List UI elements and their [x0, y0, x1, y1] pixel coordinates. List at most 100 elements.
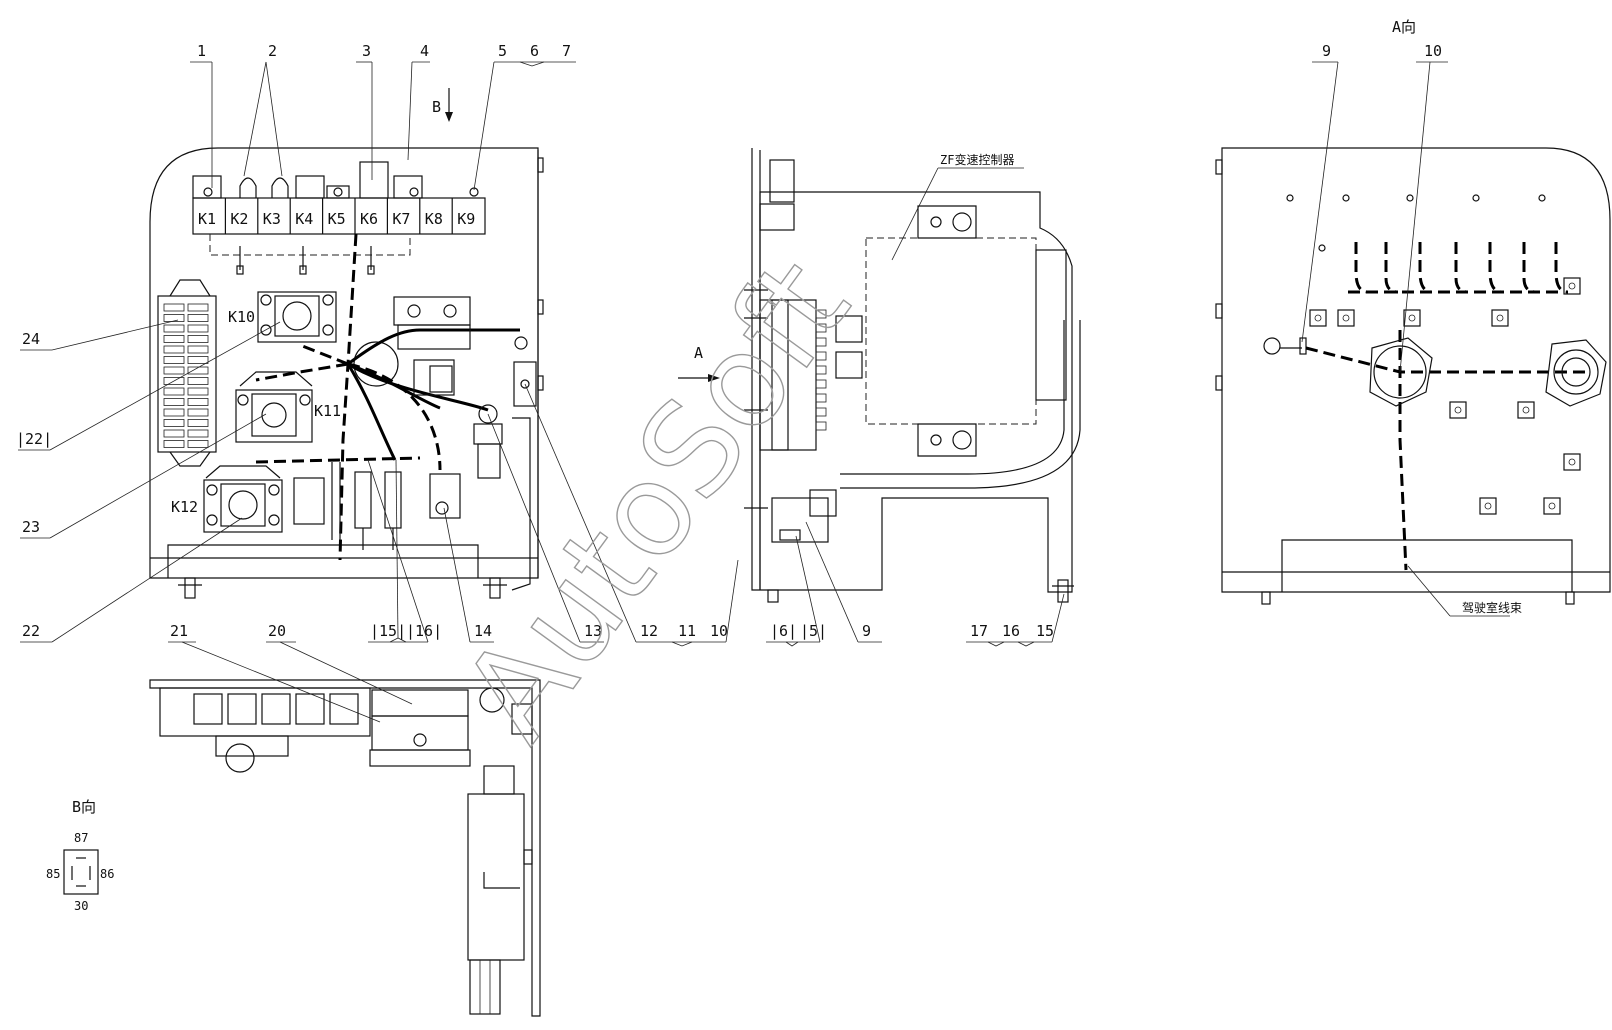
callout-16: 11 — [678, 622, 696, 640]
pad-center — [1548, 502, 1556, 510]
relay-k10 — [257, 291, 337, 343]
mount-hole — [1342, 194, 1350, 202]
pad — [1479, 497, 1497, 515]
fuse-slot — [187, 345, 209, 354]
side-callouts: |6| |5| 9 17 16 15 — [766, 521, 1065, 647]
pin-stack — [815, 309, 827, 431]
fuse-slot — [187, 366, 209, 375]
mount-hole — [1406, 194, 1414, 202]
mount-hole — [1472, 194, 1480, 202]
relay-k12 — [203, 465, 283, 533]
bottom-view — [149, 679, 541, 1017]
callout-5-boxed: |5| — [800, 622, 827, 640]
harness-branch — [1488, 242, 1503, 294]
pad — [1517, 401, 1535, 419]
callout-19: 14 — [474, 622, 492, 640]
side-view — [744, 148, 1081, 603]
bottom-view-callouts: 21 20 — [168, 622, 413, 723]
fuse-grid — [163, 303, 209, 448]
callout-1: 1 — [197, 42, 206, 60]
view-a-harness-branches — [1354, 242, 1569, 294]
pin-87: 87 — [74, 831, 88, 845]
connector-pin — [815, 365, 827, 375]
fuse-slot — [163, 345, 185, 354]
harness-branch — [1522, 242, 1537, 294]
fuse-slot — [163, 324, 185, 333]
callout-6: 6 — [530, 42, 539, 60]
fuse-slot — [163, 335, 185, 343]
callout-17: 12 — [640, 622, 658, 640]
fuse-slot — [163, 398, 185, 406]
view-a-label: A向 — [1392, 18, 1416, 36]
pad-center — [1496, 314, 1504, 322]
relay-label-k11: K11 — [314, 402, 341, 420]
fuse-slot — [163, 356, 185, 364]
harness-branch — [1418, 242, 1433, 294]
pad-center — [1568, 282, 1576, 290]
fuse-slot — [163, 408, 185, 417]
relay-label-k4: K4 — [295, 210, 313, 228]
fuse-slot — [187, 440, 209, 448]
connector-pin — [815, 393, 827, 403]
relay-label-k5: K5 — [328, 210, 346, 228]
bottom-relay — [295, 693, 325, 725]
relay-label-k1: K1 — [198, 210, 216, 228]
cab-harness-label: 驾驶室线束 — [1462, 600, 1522, 615]
bottom-relay — [227, 693, 257, 725]
connector-pin — [815, 337, 827, 347]
harness-branch — [1384, 242, 1399, 294]
callout-15: 10 — [710, 622, 728, 640]
front-bottom-callouts: |15| |16| 14 13 12 11 10 — [367, 383, 739, 647]
pad-center — [1568, 458, 1576, 466]
callout-23: 23 — [22, 518, 40, 536]
fuse-slot — [163, 387, 185, 396]
callout-4: 4 — [420, 42, 429, 60]
bottom-view-relays — [193, 693, 359, 725]
harness-branch — [1554, 242, 1569, 294]
bottom-relay — [329, 693, 359, 725]
callout-11: 15 — [1036, 622, 1054, 640]
pad-center — [1342, 314, 1350, 322]
relay-pinout-b: B向 87 85 86 30 — [46, 798, 114, 913]
view-a-pads — [1309, 277, 1581, 515]
fuse-slot — [187, 429, 209, 438]
fuse-slot — [163, 440, 185, 448]
connector-pin — [815, 323, 827, 333]
relay-label-k9: K9 — [457, 210, 475, 228]
callout-20: 20 — [268, 622, 286, 640]
view-arrow-a: A — [678, 344, 720, 382]
pad — [1337, 309, 1355, 327]
bottom-relay — [193, 693, 223, 725]
pin-30: 30 — [74, 899, 88, 913]
relay-label-k8: K8 — [425, 210, 443, 228]
fuse-block — [157, 295, 217, 453]
front-left-callouts: 24 |22| 23 22 — [16, 319, 281, 643]
harness-branch — [1454, 242, 1469, 294]
callout-10: 10 — [1424, 42, 1442, 60]
fuse-slot — [163, 429, 185, 438]
pad-center — [1454, 406, 1462, 414]
callout-22-boxed: |22| — [16, 430, 52, 448]
relay-k11 — [235, 371, 313, 443]
fuse-slot — [187, 398, 209, 406]
fuse-slot — [187, 377, 209, 385]
pad — [1449, 401, 1467, 419]
callout-7: 7 — [562, 42, 571, 60]
connector-pin — [815, 379, 827, 389]
callout-13: 17 — [970, 622, 988, 640]
pad — [1563, 453, 1581, 471]
pin-86: 86 — [100, 867, 114, 881]
callout-14: 9 — [862, 622, 871, 640]
fuse-slot — [187, 356, 209, 364]
fuse-slot — [187, 324, 209, 333]
connector-pin — [815, 421, 827, 431]
pad — [1491, 309, 1509, 327]
terminal-block — [393, 296, 471, 326]
zf-controller-box — [865, 237, 1037, 425]
callout-24: 24 — [22, 330, 40, 348]
zf-controller-label: ZF变速控制器 — [940, 152, 1014, 167]
callout-22: 22 — [22, 622, 40, 640]
view-a — [1215, 147, 1611, 605]
